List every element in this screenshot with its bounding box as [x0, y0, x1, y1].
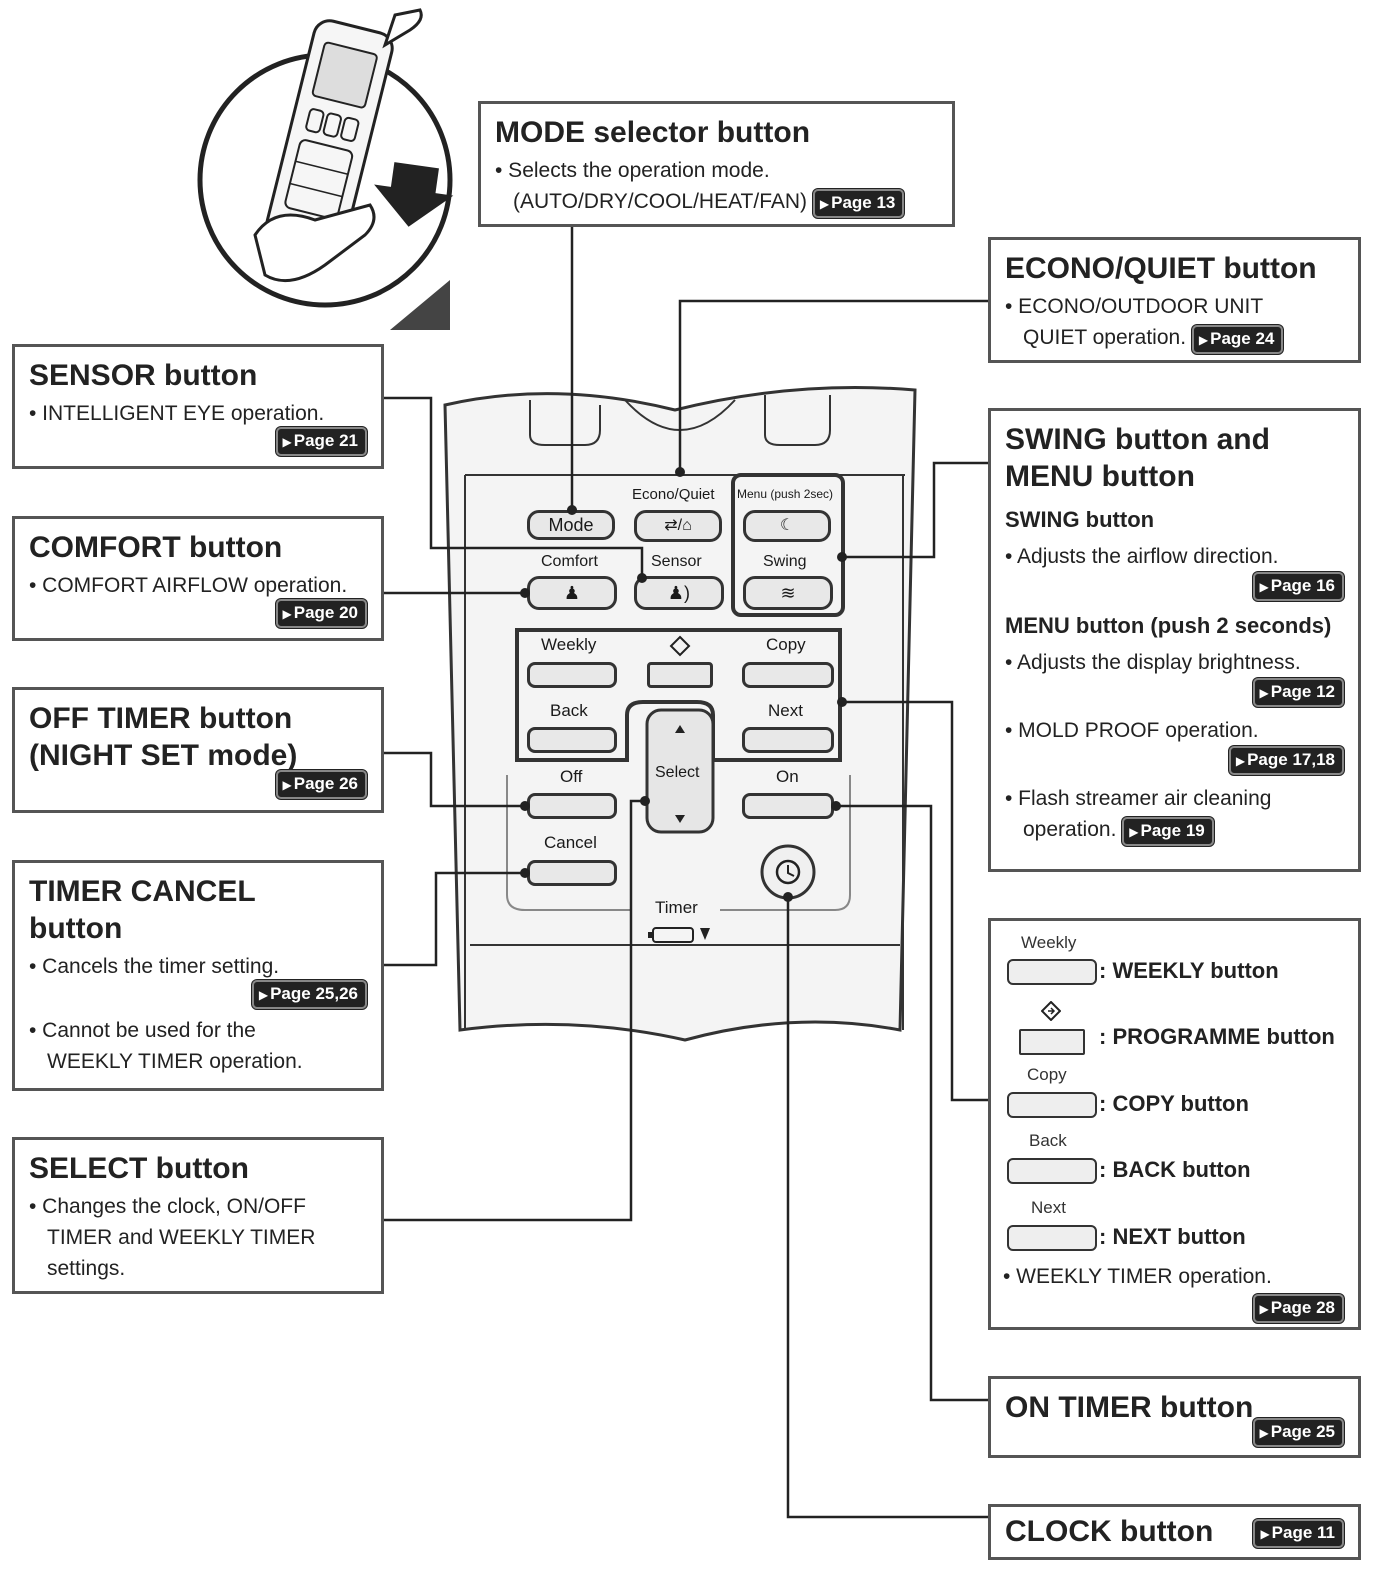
- econo-page-badge[interactable]: Page 24: [1191, 325, 1284, 354]
- legend-weekly-key: [1007, 959, 1097, 985]
- programme-icon: [1041, 1001, 1061, 1021]
- copy-key[interactable]: [742, 662, 834, 688]
- sensor-title: SENSOR button: [29, 359, 258, 392]
- weekly-label: Weekly: [541, 635, 597, 654]
- comfort-page-badge[interactable]: Page 20: [275, 599, 367, 628]
- programme-key[interactable]: [647, 662, 713, 688]
- select-title: SELECT button: [29, 1152, 249, 1185]
- menu-key[interactable]: ☾: [743, 510, 831, 542]
- mold-proof-page-badge[interactable]: Page 17,18: [1228, 746, 1344, 775]
- econo-quiet-key[interactable]: ⇄/⌂: [634, 510, 722, 542]
- off-timer-callout: OFF TIMER button(NIGHT SET mode) Page 26: [12, 687, 384, 813]
- off-label: Off: [560, 767, 583, 786]
- on-timer-callout: ON TIMER button Page 25: [988, 1376, 1361, 1458]
- comfort-callout: COMFORT button • COMFORT AIRFLOW operati…: [12, 516, 384, 641]
- sensor-callout: SENSOR button • INTELLIGENT EYE operatio…: [12, 344, 384, 469]
- hand-illustration: [197, 8, 454, 330]
- weekly-key[interactable]: [527, 662, 617, 688]
- clock-title: CLOCK button: [1005, 1515, 1214, 1548]
- on-label: On: [776, 767, 799, 786]
- cancel-key[interactable]: [527, 860, 617, 886]
- swing-page-badge[interactable]: Page 16: [1252, 572, 1344, 601]
- off-key[interactable]: [527, 793, 617, 819]
- mode-title: MODE selector button: [495, 116, 811, 149]
- weekly-page-badge[interactable]: Page 28: [1252, 1294, 1344, 1323]
- menu-brightness-page-badge[interactable]: Page 12: [1252, 678, 1344, 707]
- next-label: Next: [768, 701, 803, 720]
- comfort-label: Comfort: [541, 553, 598, 570]
- menu-push-label: Menu (push 2sec): [737, 487, 834, 501]
- off-timer-page-badge[interactable]: Page 26: [275, 770, 367, 799]
- sensor-label: Sensor: [651, 553, 702, 570]
- on-timer-page-badge[interactable]: Page 25: [1252, 1418, 1344, 1447]
- sensor-page-badge[interactable]: Page 21: [275, 427, 367, 456]
- on-key[interactable]: [742, 793, 834, 819]
- cancel-label: Cancel: [544, 833, 597, 852]
- timer-cancel-page-badge[interactable]: Page 25,26: [251, 980, 367, 1009]
- comfort-title: COMFORT button: [29, 531, 283, 564]
- select-callout: SELECT button • Changes the clock, ON/OF…: [12, 1137, 384, 1294]
- on-timer-title: ON TIMER button: [1005, 1391, 1254, 1424]
- next-key[interactable]: [742, 727, 834, 753]
- clock-callout: CLOCK button Page 11: [988, 1504, 1361, 1560]
- clock-page-badge[interactable]: Page 11: [1253, 1519, 1344, 1548]
- mode-callout: MODE selector button • Selects the opera…: [478, 101, 955, 227]
- timer-label: Timer: [655, 898, 698, 917]
- streamer-page-badge[interactable]: Page 19: [1122, 817, 1214, 846]
- mode-page-badge[interactable]: Page 13: [812, 189, 905, 218]
- legend-back-key: [1007, 1158, 1097, 1184]
- copy-label: Copy: [766, 635, 806, 654]
- back-label: Back: [550, 701, 588, 720]
- back-key[interactable]: [527, 727, 617, 753]
- select-label[interactable]: Select: [655, 764, 700, 781]
- legend-next-key: [1007, 1225, 1097, 1251]
- legend-programme-key: [1019, 1029, 1085, 1055]
- legend-copy-key: [1007, 1092, 1097, 1118]
- econo-title: ECONO/QUIET button: [1005, 252, 1317, 285]
- swing-key[interactable]: ≋: [743, 576, 833, 610]
- weekly-legend-callout: Weekly : WEEKLY button : PROGRAMME butto…: [988, 918, 1361, 1330]
- econo-quiet-label: Econo/Quiet: [632, 486, 715, 503]
- off-timer-title: OFF TIMER button(NIGHT SET mode): [29, 702, 298, 772]
- swing-label: Swing: [763, 553, 807, 570]
- mode-text: • Selects the operation mode.(AUTO/DRY/C…: [495, 155, 938, 218]
- sensor-key[interactable]: ♟): [634, 576, 724, 610]
